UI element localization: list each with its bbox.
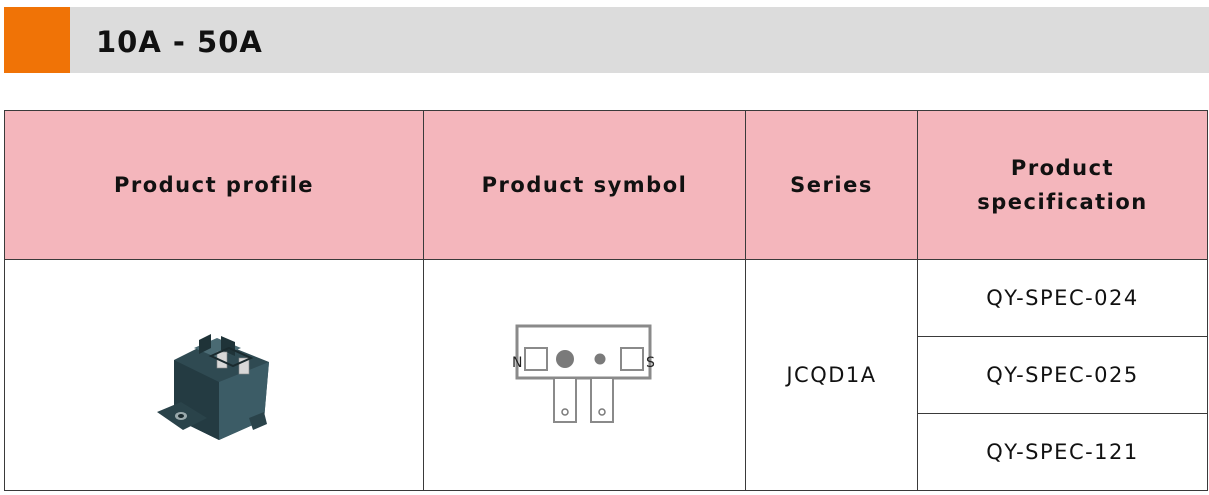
column-header-product-profile: Product profile [4,110,424,260]
product-profile-cell [4,259,424,491]
relay-product-image [157,334,269,440]
column-header-product-symbol: Product symbol [423,110,746,260]
page-title: 10A - 50A [96,25,263,59]
title-bar: 10A - 50A [4,7,1209,73]
spec-cell-2[interactable]: QY-SPEC-025 [917,336,1208,414]
product-table: Product profile Product symbol Series Pr… [4,110,1208,491]
spec-cell-1[interactable]: QY-SPEC-024 [917,259,1208,337]
product-symbol-cell: N S [423,259,746,491]
symbol-label-n: N [512,355,524,371]
spec-cell-3[interactable]: QY-SPEC-121 [917,413,1208,491]
table-row: N S JCQD1A QY-SPEC-024 [4,259,1208,491]
table-row: QY-SPEC-025 [5,336,1208,414]
series-cell: JCQD1A [745,259,918,491]
relay-symbol-diagram: N S [512,324,656,423]
table-header-row: Product profile Product symbol Series Pr… [4,110,1208,260]
symbol-label-s: S [646,355,656,371]
column-header-series: Series [745,110,918,260]
column-header-product-specification: Product specification [917,110,1208,260]
title-accent-block [4,7,70,73]
column-header-product-specification-label: Product specification [977,156,1148,214]
table-row: QY-SPEC-121 [5,413,1208,491]
